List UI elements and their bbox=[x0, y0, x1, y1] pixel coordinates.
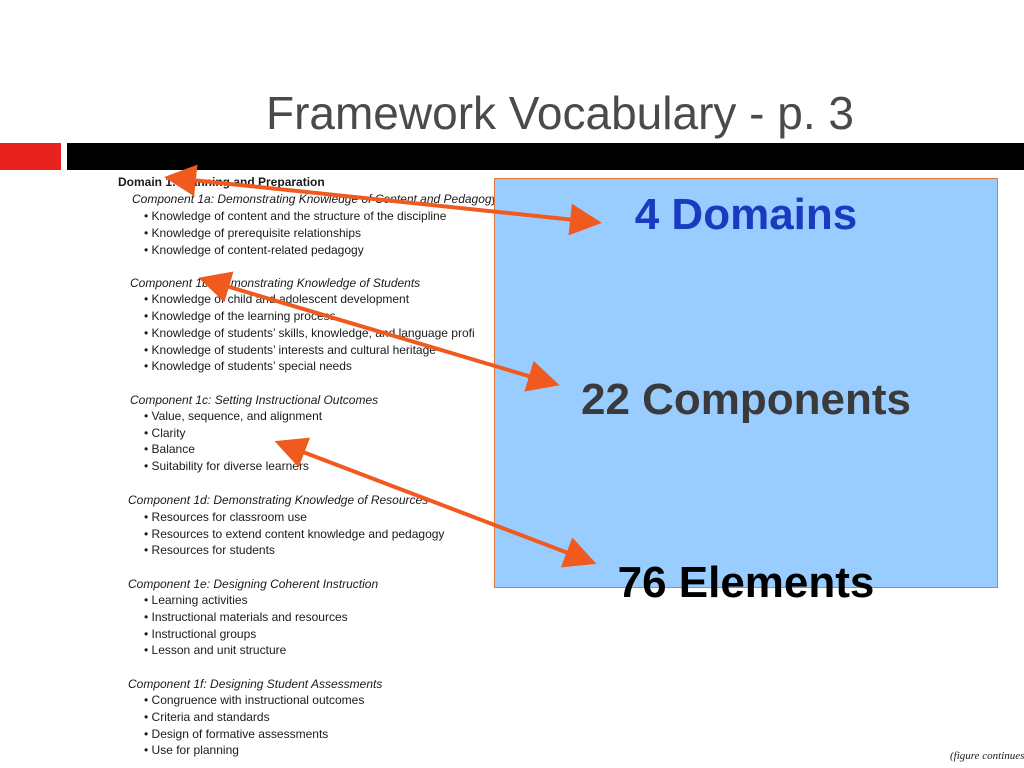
callout-domains: 4 Domains bbox=[634, 190, 858, 239]
component-title: Component 1e: Designing Coherent Instruc… bbox=[128, 577, 379, 591]
slide-title: Framework Vocabulary - p. 3 bbox=[265, 87, 854, 139]
element-item: • Suitability for diverse learners bbox=[144, 459, 309, 473]
element-item: • Congruence with instructional outcomes bbox=[144, 693, 365, 707]
arrow-elements bbox=[274, 437, 597, 568]
component-title: Component 1f: Designing Student Assessme… bbox=[128, 677, 383, 691]
element-item: • Learning activities bbox=[144, 593, 248, 607]
element-item: • Criteria and standards bbox=[144, 710, 270, 724]
element-item: • Design of formative assessments bbox=[144, 727, 329, 741]
arrow-domains bbox=[164, 164, 602, 236]
element-item: • Instructional materials and resources bbox=[144, 610, 348, 624]
callout-components: 22 Components bbox=[580, 375, 912, 424]
element-item: • Resources for students bbox=[144, 543, 275, 557]
element-item: • Clarity bbox=[144, 426, 186, 440]
element-item: • Value, sequence, and alignment bbox=[144, 409, 323, 423]
callout-elements: 76 Elements bbox=[617, 558, 875, 607]
red-accent-bar bbox=[0, 143, 61, 170]
figure-footnote: (figure continues bbox=[950, 750, 1024, 762]
element-item: • Balance bbox=[144, 442, 195, 456]
element-item: • Knowledge of content-related pedagogy bbox=[144, 243, 364, 257]
component-title: Component 1c: Setting Instructional Outc… bbox=[130, 393, 379, 407]
element-item: • Lesson and unit structure bbox=[144, 643, 287, 657]
element-item: • Use for planning bbox=[144, 743, 239, 757]
element-item: • Resources for classroom use bbox=[144, 510, 307, 524]
element-item: • Instructional groups bbox=[144, 627, 257, 641]
arrow-components bbox=[198, 271, 560, 392]
